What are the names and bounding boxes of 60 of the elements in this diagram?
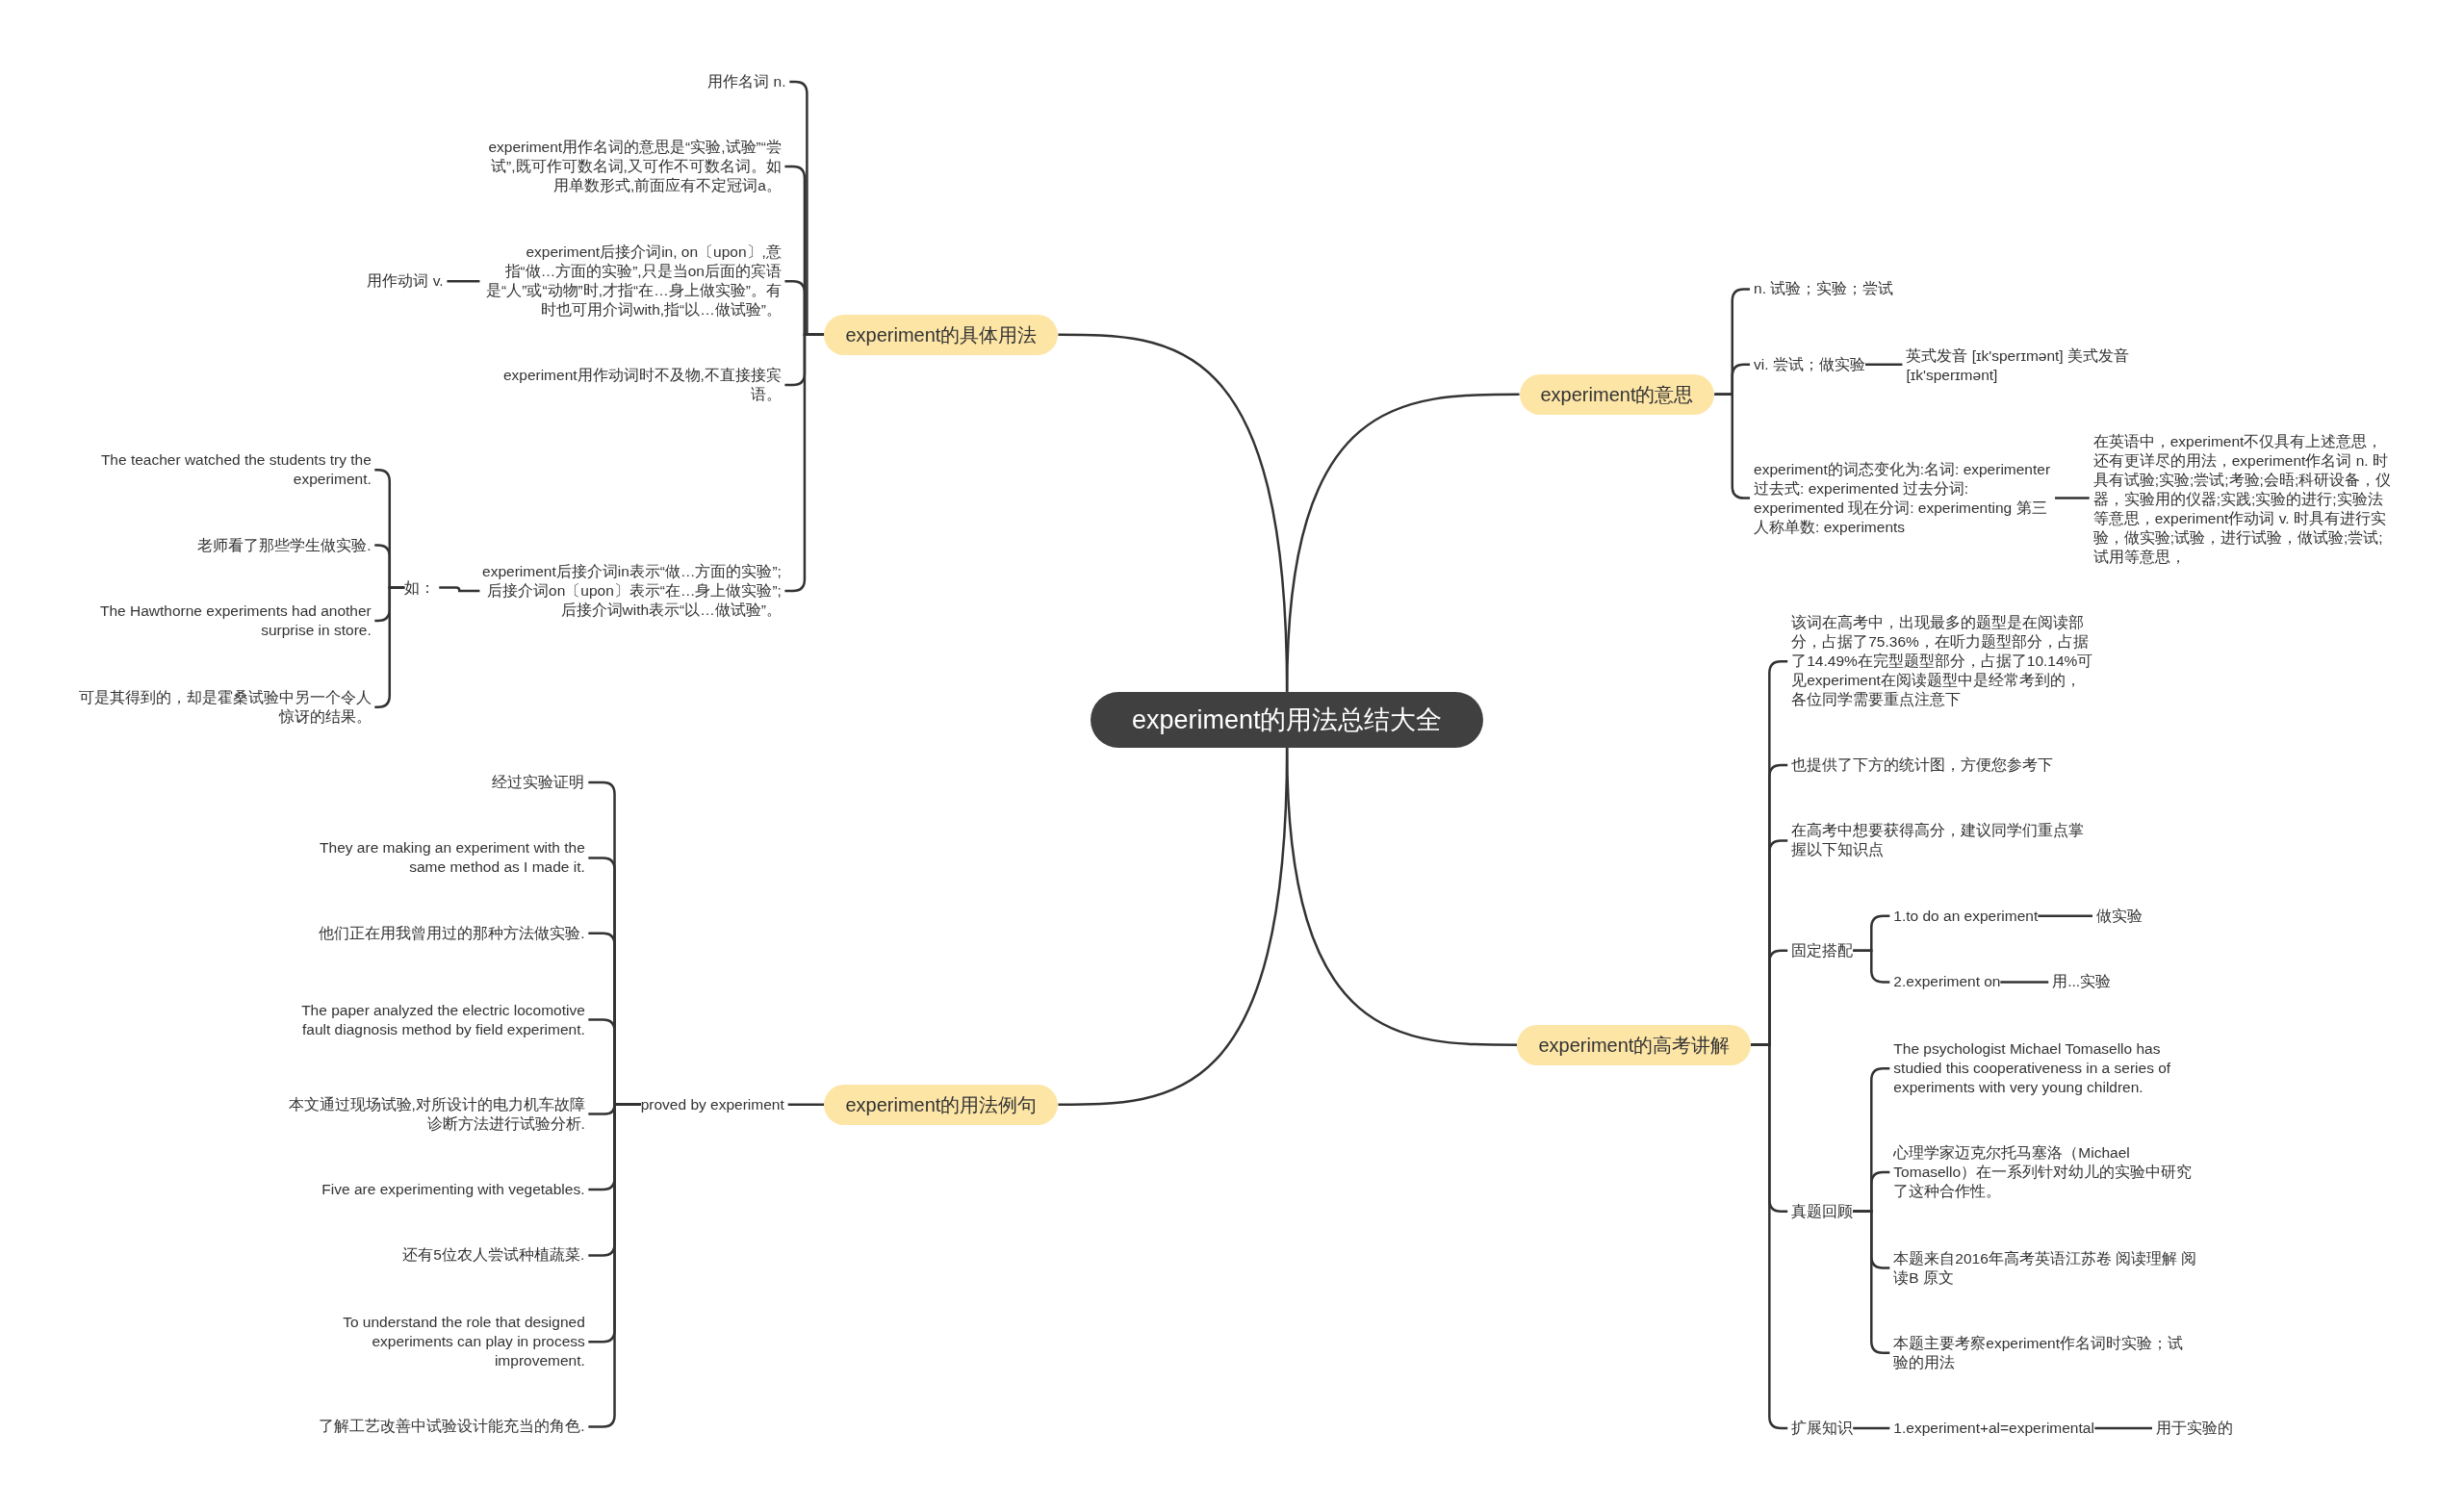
connector-line [1865,363,1903,367]
subtopic-text: 在英语中，experiment不仅具有上述意思，还有更详尽的用法，experiment作名词 n. 时具有试验;实验;尝试;考验;会晤;科研设备，仪器，实验用的仪器;实践;实验的进行;实验法等意思，experiment作动词 v. 时具有进行实验，做实验;试验，进行试验，做试验;尝试;试用等意思， [2092,432,2396,568]
subtopic-text: 2.experiment on [1893,972,2001,992]
subtopic-text: n. 试验；实验；尝试 [1754,279,1894,299]
subtopic-text: The psychologist Michael Tomasello has studied this cooperativeness in a series of experiments with very young children. [1893,1039,2195,1098]
subtopic-text: 固定搭配 [1791,940,1854,960]
subtopic-text: experiment用作动词时不及物,不直接接宾语。 [479,366,782,404]
subtopic-text: 在高考中想要获得高分，建议同学们重点掌握以下知识点 [1791,821,2093,860]
connector-line [1853,949,1890,984]
subtopic-text: 用作名词 n. [707,71,786,91]
subtopic-text: The paper analyzed the electric locomotive fault diagnosis method by field experiment. [283,1000,585,1039]
subtopic-text: 本文通过现场试验,对所设计的电力机车故障诊断方法进行试验分析. [283,1094,585,1134]
branch-topic: experiment的具体用法 [824,314,1059,355]
subtopic-text: 真题回顾 [1791,1201,1854,1221]
subtopic-text: 心理学家迈克尔托马塞洛（Michael Tomasello）在一系列针对幼儿的实验中研究了这种合作性。 [1893,1142,2195,1201]
subtopic-text: The Hawthorne experiments had another surprise in store. [69,601,372,640]
subtopic-text: 1.experiment+al=experimental [1893,1419,2094,1439]
connector-line [1751,1043,1788,1430]
subtopic-text: 了解工艺改善中试验设计能充当的角色. [319,1417,585,1437]
subtopic-text: They are making an experiment with the same method as I made it. [283,838,585,878]
subtopic-text: 英式发音 [ɪk'sperɪmənt] 美式发音 [ɪk'sperɪmənt] [1906,346,2197,386]
subtopic-text: 也提供了下方的统计图，方便您参考下 [1791,755,2054,776]
subtopic-text: 老师看了那些学生做实验. [197,535,372,555]
subtopic-text: 如： [404,577,436,598]
subtopic-text: vi. 尝试；做实验 [1754,354,1865,374]
central-topic: experiment的用法总结大全 [1091,691,1484,748]
subtopic-text: experiment用作名词的意思是“实验,试验”“尝试”,既可作可数名词,又可作不可数名词。如用单数形式,前面应有不定冠词a。 [479,138,782,196]
subtopic-text: 扩展知识 [1791,1419,1854,1439]
connector-line [2038,914,2092,918]
branch-topic: experiment的用法例句 [824,1084,1059,1125]
subtopic-text: The teacher watched the students try the experiment. [69,450,372,490]
connector-line [787,1103,825,1106]
subtopic-text: 用...实验 [2052,972,2112,992]
subtopic-text: 本题主要考察experiment作名词时实验；试验的用法 [1893,1333,2195,1372]
subtopic-text: proved by experiment [640,1094,784,1114]
connector-line [1285,747,1518,1046]
subtopic-text: experiment后接介词in, on〔upon〕,意指“做…方面的实验”,只是当on后面的宾语是“人”或“动物”时,才指“在…身上做实验”。有时也可用介词with,指“以…做试验”。 [479,243,782,320]
subtopic-text: 用于实验的 [2156,1419,2233,1439]
connector-line [1285,393,1520,692]
connector-line [2094,1426,2152,1430]
subtopic-text: 经过实验证明 [492,773,585,793]
subtopic-text: 还有5位农人尝试种植蔬菜. [402,1245,585,1266]
subtopic-text: 该词在高考中，出现最多的题型是在阅读部分，占据了75.36%，在听力题型部分，占据了14.49%在完型题型部分，占据了10.14%可见experiment在阅读题型中是经常考到的，各位同学需要重点注意下 [1791,613,2093,710]
subtopic-text: experiment后接介词in表示“做…方面的实验”; 后接介词on〔upon〕表示“在…身上做实验”; 后接介词with表示“以…做试验”。 [479,561,782,620]
subtopic-text: 可是其得到的，却是霍桑试验中另一个令人惊讶的结果。 [69,687,372,727]
connector-line [2055,497,2090,499]
subtopic-text: 他们正在用我曾用过的那种方法做实验. [319,923,585,943]
branch-topic: experiment的意思 [1519,373,1715,415]
subtopic-text: To understand the role that designed experiments can play in process improvement. [283,1313,585,1371]
subtopic-text: Five are experimenting with vegetables. [321,1179,585,1199]
subtopic-text: 用作动词 v. [367,271,444,292]
subtopic-text: experiment的词态变化为:名词: experimenter 过去式: experimented 过去分词: experimented 现在分词: experimenting 第三人称单数: experiments [1754,459,2056,537]
subtopic-text: 做实验 [2095,906,2143,926]
branch-topic: experiment的高考讲解 [1517,1024,1752,1065]
subtopic-text: 1.to do an experiment [1893,906,2039,926]
connector-line [1853,1426,1890,1430]
connector-line [2000,981,2049,984]
subtopic-text: 本题来自2016年高考英语江苏卷 阅读理解 阅读B 原文 [1893,1248,2212,1288]
connector-line [447,280,480,283]
connector-line [439,586,480,593]
